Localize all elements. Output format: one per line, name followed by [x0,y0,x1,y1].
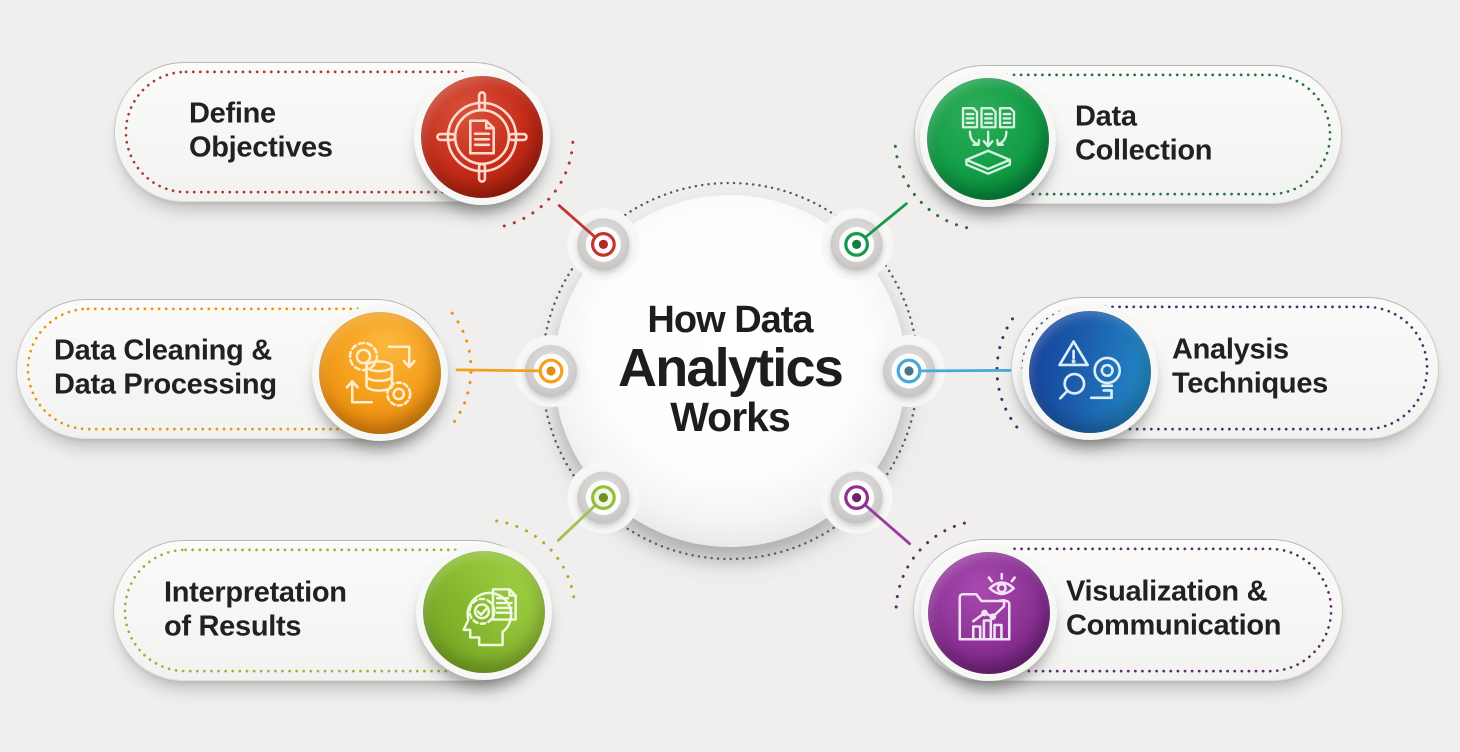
head-gear-document-icon [462,588,517,647]
node-label-line1: Interpretation [164,576,347,609]
arc-define-objectives [496,140,575,229]
node-icon-disc [1022,304,1158,440]
node-data-cleaning-processing: Data Cleaning & Data Processing [16,299,448,441]
node-data-collection: Data Collection [914,65,1342,207]
ring-define-objectives [591,231,616,257]
node-label-line2: Communication [1066,609,1282,642]
magnifier-bulb-warning-icon [1058,340,1122,400]
node-label-line1: Analysis [1172,333,1289,366]
node-icon-disc [414,69,550,205]
line-data-cleaning-processing [455,368,553,373]
node-label: Interpretation of Results [164,575,347,643]
node-label-line2: of Results [164,610,302,643]
pill-dotted-border [923,547,1333,673]
node-circle-interpretation-of-results [423,551,545,673]
arc-visualization-communication [894,520,973,609]
node-label-line1: Data Cleaning & [54,334,272,367]
hub-circle [554,195,906,547]
ring-interpretation-of-results [591,485,616,511]
gears-database-icon [345,341,416,407]
connector-rings [538,231,922,511]
target-document-icon [436,91,528,183]
node-circle-define-objectives [421,76,543,198]
node-icon-disc [312,305,448,441]
node-visualization-communication: Visualization & Communication [913,539,1343,681]
ring-visualization-communication [844,485,869,511]
node-label: Data Collection [1075,99,1212,167]
node-analysis-techniques: Analysis Techniques [1011,297,1439,440]
folder-chart-eye-icon [958,572,1016,641]
node-label-line2: Techniques [1172,367,1328,400]
node-dotted-arcs [449,138,1019,609]
node-label: Visualization & Communication [1066,575,1282,643]
ring-data-cleaning-processing [538,358,564,384]
node-label-line1: Data [1075,100,1137,133]
node-circle-analysis-techniques [1029,311,1151,433]
node-label-line2: Data Processing [54,368,277,401]
node-label: Analysis Techniques [1172,333,1328,401]
node-icon-disc [920,71,1056,207]
node-label-line2: Collection [1075,134,1213,167]
hub-title-line2: Analytics [618,338,844,398]
line-analysis-techniques [907,368,1013,373]
node-circle-data-collection [927,78,1049,200]
documents-tray-icon [961,106,1016,175]
hub-title-line3: Works [670,394,791,440]
node-define-objectives: Define Objectives [114,62,550,205]
node-label-line1: Define [189,97,276,130]
node-label: Data Cleaning & Data Processing [54,334,277,402]
ring-analysis-techniques [896,358,922,384]
node-circle-data-cleaning-processing [319,312,441,434]
node-icon-disc [416,544,552,680]
pill-dotted-border [26,307,436,431]
node-icon-disc [921,545,1057,681]
node-label-line1: Visualization & [1066,575,1268,608]
hub-title-line1: How Data [647,299,813,341]
node-circle-visualization-communication [928,552,1050,674]
node-label-line2: Objectives [189,131,333,164]
ring-data-collection [844,231,869,257]
node-interpretation-of-results: Interpretation of Results [113,540,552,681]
hub-title: How Data Analytics Works [618,299,844,441]
pill-dotted-border [124,70,534,194]
node-label: Define Objectives [189,97,333,165]
